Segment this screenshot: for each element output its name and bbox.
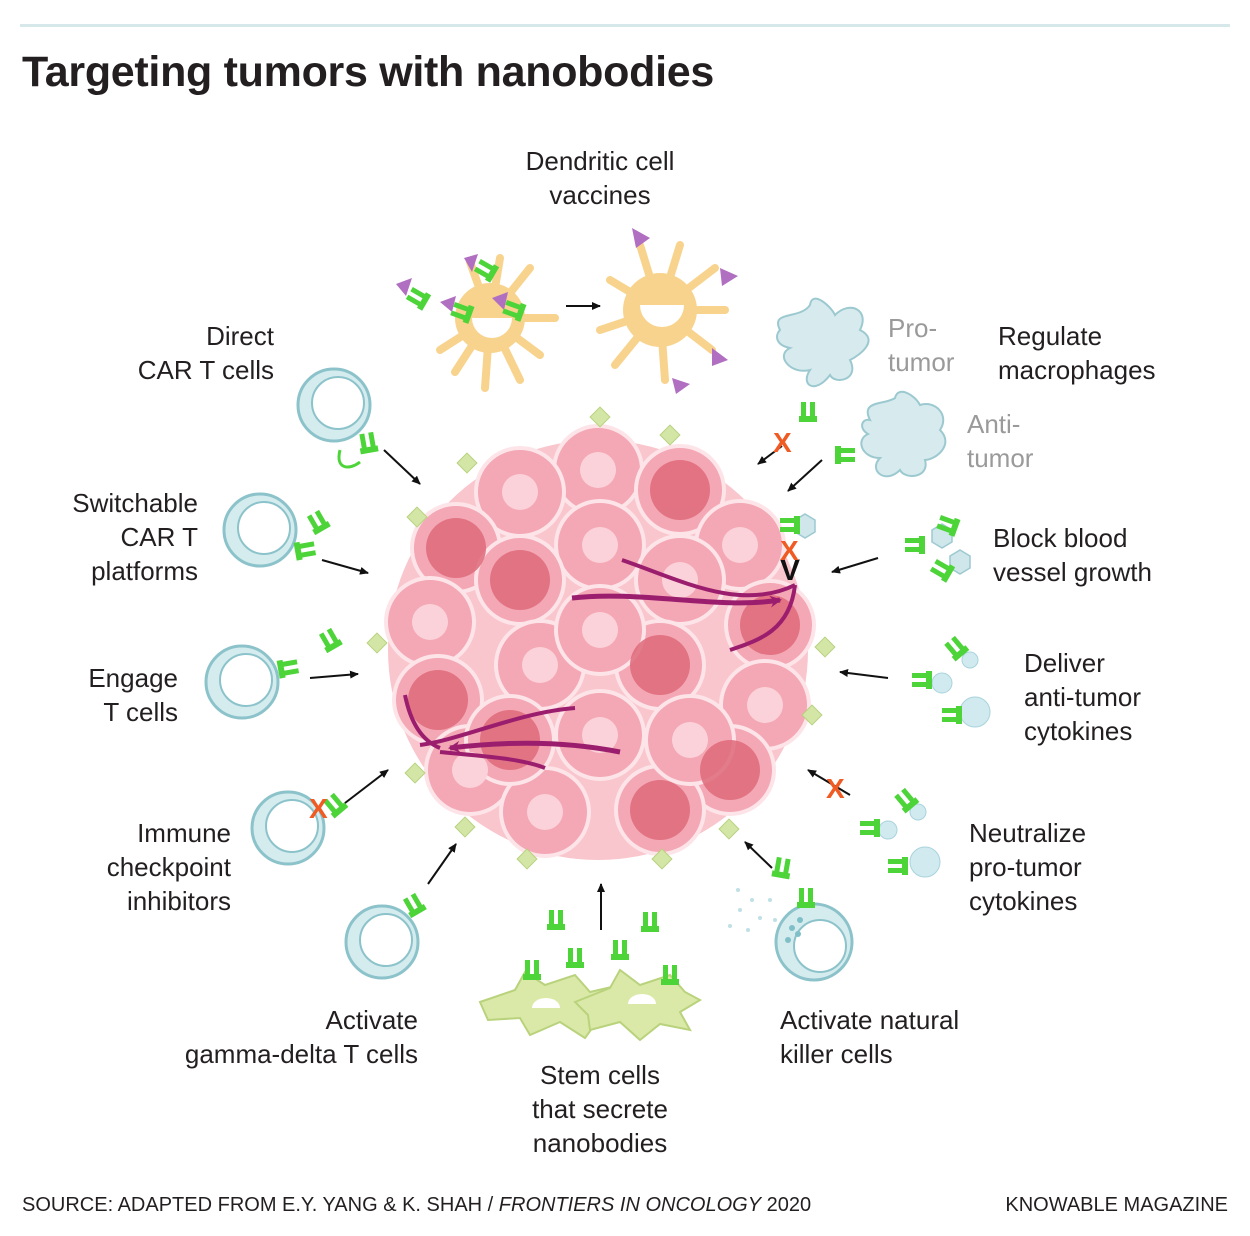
svg-text:X: X	[773, 427, 792, 458]
stem-cells	[478, 968, 703, 1042]
engage-t-cell	[204, 644, 280, 720]
pro-tumor-macrophage	[776, 297, 870, 388]
label-pro-tumor: Pro-tumor	[888, 313, 955, 377]
car-t-cell	[296, 367, 372, 443]
dendritic-cell-untreated	[436, 254, 559, 392]
publisher-credit: KNOWABLE MAGAZINE	[1005, 1194, 1228, 1216]
top-rule	[20, 24, 1230, 27]
anti-tumor-macrophage	[860, 390, 947, 478]
page-title: Targeting tumors with nanobodies	[22, 48, 714, 96]
source-credit: SOURCE: ADAPTED FROM E.Y. YANG & K. SHAH…	[22, 1194, 812, 1216]
label-anti-tumor: Anti-tumor	[967, 409, 1034, 473]
svg-text:X: X	[309, 793, 328, 824]
tumor-mass	[366, 406, 836, 870]
svg-text:V: V	[780, 554, 800, 587]
dendritic-cell-activated	[596, 228, 738, 394]
gamma-delta-t-cell	[344, 904, 420, 980]
switchable-car-t-cell	[222, 492, 298, 568]
natural-killer-cell	[774, 902, 854, 982]
svg-text:X: X	[780, 535, 799, 566]
svg-text:X: X	[826, 773, 845, 804]
